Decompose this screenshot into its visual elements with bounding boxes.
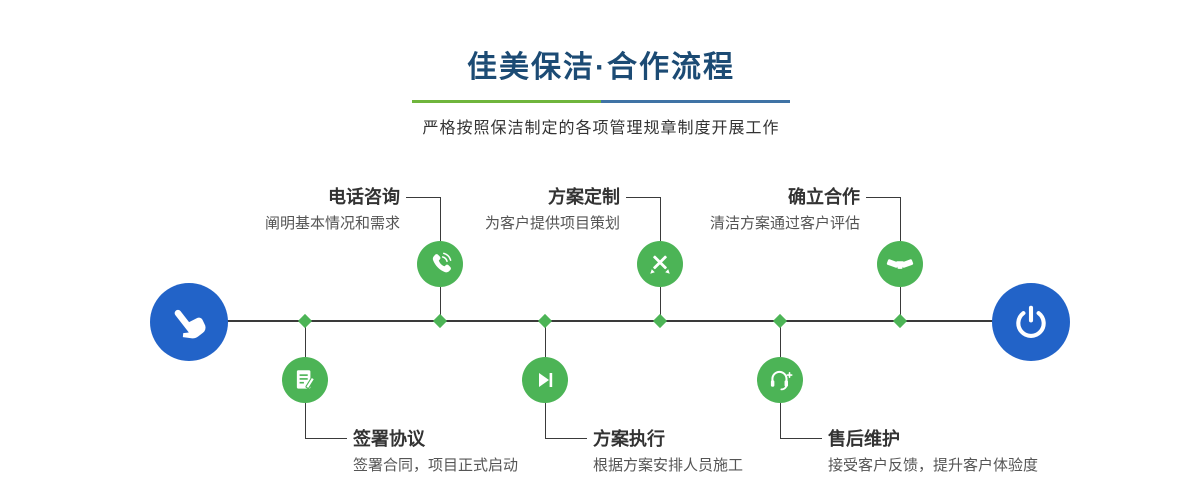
step-node-execute bbox=[522, 357, 568, 403]
step-title: 售后维护 bbox=[828, 429, 900, 449]
step-title: 方案定制 bbox=[548, 187, 620, 207]
power-icon bbox=[1012, 303, 1050, 341]
connector-line bbox=[305, 327, 306, 357]
page-title: 佳美保洁·合作流程 bbox=[467, 51, 735, 84]
step-desc: 签署合同，项目正式启动 bbox=[353, 457, 519, 474]
timeline-diamond bbox=[652, 313, 668, 329]
connector-line bbox=[900, 197, 901, 241]
connector-line bbox=[440, 287, 441, 317]
timeline-diamond bbox=[432, 313, 448, 329]
step-desc: 接受客户反馈，提升客户体验度 bbox=[828, 457, 1039, 474]
connector-line bbox=[305, 438, 347, 439]
step-plan-execute: 方案执行 根据方案安排人员施工 bbox=[593, 428, 913, 476]
timeline-diamond bbox=[297, 313, 313, 329]
execute-play-icon bbox=[533, 368, 557, 392]
connector-line bbox=[660, 287, 661, 317]
timeline-diamond bbox=[537, 313, 553, 329]
connector-line bbox=[626, 197, 660, 198]
step-phone-consult: 电话咨询 阐明基本情况和需求 bbox=[196, 186, 400, 234]
connector-line bbox=[780, 327, 781, 357]
design-pencil-icon bbox=[647, 251, 673, 277]
step-node-design bbox=[637, 241, 683, 287]
headset-support-icon bbox=[767, 367, 793, 393]
timeline-start-node bbox=[150, 283, 228, 361]
hand-pointer-icon bbox=[168, 301, 210, 343]
connector-line bbox=[866, 197, 900, 198]
connector-line bbox=[780, 403, 781, 438]
connector-line bbox=[545, 327, 546, 357]
step-node-handshake bbox=[877, 241, 923, 287]
timeline-line bbox=[189, 320, 1031, 322]
step-aftersales-maintain: 售后维护 接受客户反馈，提升客户体验度 bbox=[828, 428, 1148, 476]
step-desc: 根据方案安排人员施工 bbox=[593, 457, 744, 474]
connector-line bbox=[440, 197, 441, 241]
timeline-end-node bbox=[992, 283, 1070, 361]
step-node-phone bbox=[417, 241, 463, 287]
handshake-icon bbox=[886, 250, 914, 278]
connector-line bbox=[545, 438, 587, 439]
title-divider bbox=[412, 100, 790, 103]
step-sign-agreement: 签署协议 签署合同，项目正式启动 bbox=[353, 428, 673, 476]
step-node-aftersales bbox=[757, 357, 803, 403]
connector-line bbox=[780, 438, 822, 439]
step-plan-customize: 方案定制 为客户提供项目策划 bbox=[416, 186, 620, 234]
step-title: 确立合作 bbox=[788, 187, 860, 207]
step-title: 电话咨询 bbox=[328, 187, 400, 207]
contract-sign-icon bbox=[292, 367, 318, 393]
connector-line bbox=[545, 403, 546, 438]
timeline-diamond bbox=[892, 313, 908, 329]
header: 佳美保洁·合作流程 严格按照保洁制定的各项管理规章制度开展工作 bbox=[0, 42, 1202, 138]
page-subtitle: 严格按照保洁制定的各项管理规章制度开展工作 bbox=[422, 120, 780, 137]
step-node-contract bbox=[282, 357, 328, 403]
step-title: 签署协议 bbox=[353, 429, 425, 449]
timeline-diamond bbox=[772, 313, 788, 329]
step-desc: 清洁方案通过客户评估 bbox=[709, 215, 860, 232]
step-desc: 阐明基本情况和需求 bbox=[264, 215, 400, 232]
connector-line bbox=[900, 287, 901, 317]
phone-call-icon bbox=[427, 251, 453, 277]
connector-line bbox=[406, 197, 440, 198]
step-title: 方案执行 bbox=[593, 429, 665, 449]
step-establish-cooperation: 确立合作 清洁方案通过客户评估 bbox=[656, 186, 860, 234]
step-desc: 为客户提供项目策划 bbox=[484, 215, 620, 232]
connector-line bbox=[660, 197, 661, 241]
connector-line bbox=[305, 403, 306, 438]
